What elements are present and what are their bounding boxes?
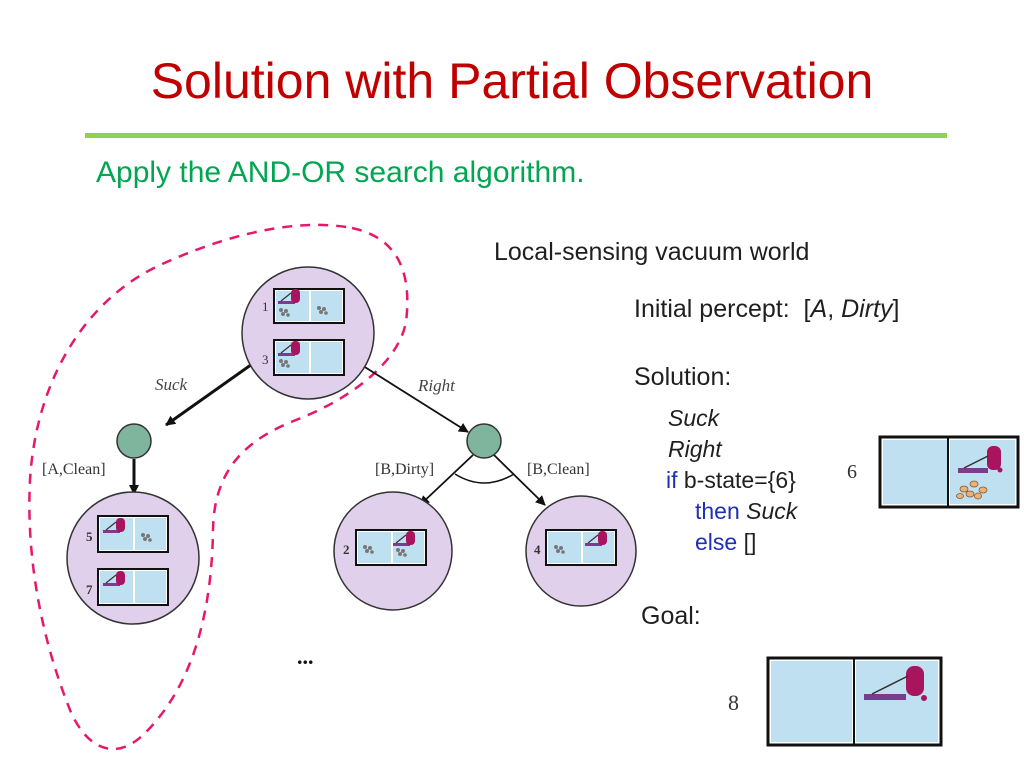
- solution-label: Solution:: [634, 363, 732, 391]
- percept-status: Dirty: [841, 295, 893, 323]
- then-action: Suck: [746, 498, 798, 524]
- edge-right: [359, 363, 469, 433]
- belief-state-3: [273, 339, 345, 376]
- and-node-right: [466, 423, 502, 459]
- percept-b-dirty: [B,Dirty]: [375, 461, 434, 478]
- state-6-box: [878, 435, 1020, 509]
- state-8-label: 8: [728, 690, 739, 715]
- edge-label-right: Right: [417, 376, 456, 395]
- edge-label-suck: Suck: [155, 375, 188, 394]
- if-keyword: if: [666, 467, 678, 493]
- percept-label: Initial percept:: [634, 295, 790, 323]
- belief-state-1: [273, 288, 345, 324]
- percept-close: ]: [892, 295, 900, 323]
- percept-location: A: [810, 295, 828, 323]
- initial-percept: Initial percept: [A, Dirty]: [634, 295, 899, 324]
- solution-step-right: Right: [668, 436, 722, 462]
- state-label-3: 3: [262, 352, 269, 367]
- state-label-7: 7: [86, 582, 93, 597]
- belief-state-4: [545, 529, 617, 566]
- else-plan: []: [743, 529, 757, 555]
- percept-b-clean: [B,Clean]: [527, 461, 590, 478]
- and-node-left: [116, 423, 152, 459]
- if-condition: b-state={6}: [683, 467, 796, 493]
- and-arc: [454, 473, 515, 484]
- belief-state-7: [97, 568, 169, 606]
- solution-step-suck: Suck: [668, 405, 720, 431]
- belief-root: [241, 266, 375, 400]
- percept-comma: ,: [827, 295, 835, 323]
- solution-step-if: if b-state={6}: [666, 467, 796, 494]
- ellipsis: ...: [297, 644, 314, 669]
- edge-b-clean: [493, 454, 546, 506]
- state-label-5: 5: [86, 529, 93, 544]
- state-label-4: 4: [534, 542, 541, 557]
- percept-open: [: [803, 295, 811, 323]
- belief-state-2: [355, 529, 427, 566]
- solution-step-else: else []: [695, 529, 756, 556]
- goal-state-8-box: [766, 656, 943, 747]
- belief-state-5: [97, 515, 169, 553]
- goal-label: Goal:: [641, 602, 701, 630]
- percept-a-clean: [A,Clean]: [42, 461, 106, 478]
- slide-title: Solution with Partial Observation: [150, 53, 874, 109]
- state-label-2: 2: [343, 542, 350, 557]
- edge-b-dirty: [419, 454, 474, 506]
- then-keyword: then: [695, 498, 740, 524]
- solution-step-then: then Suck: [695, 498, 797, 525]
- else-keyword: else: [695, 529, 738, 555]
- edge-suck: [165, 360, 256, 427]
- state-6-label: 6: [847, 461, 857, 483]
- solution-boundary: [28, 223, 409, 751]
- diagram-caption: Local-sensing vacuum world: [494, 238, 810, 266]
- subtitle: Apply the AND-OR search algorithm.: [96, 156, 585, 189]
- title-divider: [85, 133, 947, 138]
- state-label-1: 1: [262, 299, 269, 314]
